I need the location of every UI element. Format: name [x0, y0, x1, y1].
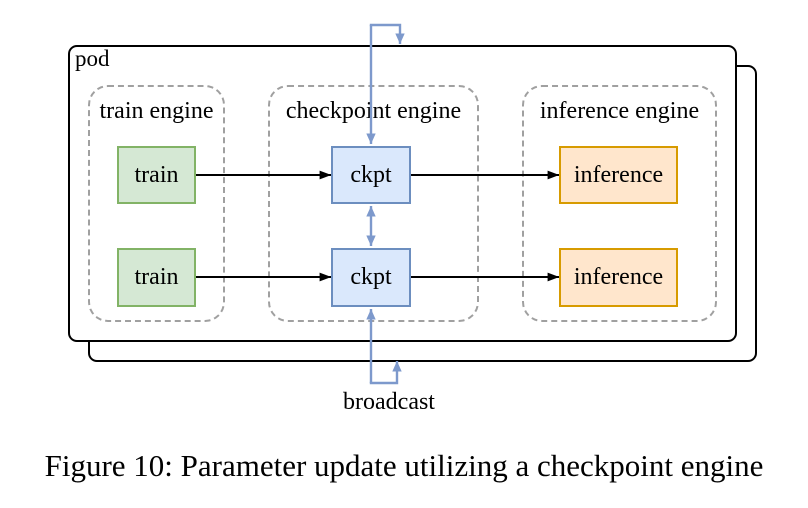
- checkpoint-engine-label: checkpoint engine: [283, 98, 464, 126]
- arrow-top-loop-next-pod: [369, 23, 405, 44]
- train-box-1-label: train: [134, 161, 179, 188]
- checkpoint-engine-group: checkpoint engine: [268, 85, 479, 322]
- train-engine-group: train engine: [88, 85, 225, 322]
- train-box-2-label: train: [134, 264, 179, 290]
- inference-box-2: inference: [559, 248, 678, 307]
- figure-caption: Figure 10: Parameter update utilizing a …: [44, 448, 764, 483]
- train-engine-label: train engine: [97, 98, 216, 126]
- inference-box-2-label: inference: [573, 264, 664, 290]
- inference-engine-label: inference engine: [537, 98, 702, 126]
- inference-box-1: inference: [559, 146, 678, 204]
- train-box-2: train: [117, 248, 196, 307]
- ckpt-box-2: ckpt: [331, 248, 411, 307]
- inference-box-1-label: inference: [573, 161, 664, 188]
- ckpt-box-1: ckpt: [331, 146, 411, 204]
- train-box-1: train: [117, 146, 196, 204]
- ckpt-box-2-label: ckpt: [350, 264, 392, 290]
- inference-engine-group: inference engine: [522, 85, 717, 322]
- arrow-broadcast-branch-shadow-pod: [369, 361, 402, 385]
- broadcast-label: broadcast: [343, 389, 435, 415]
- ckpt-box-1-label: ckpt: [350, 161, 392, 188]
- pod-label: pod: [75, 46, 110, 71]
